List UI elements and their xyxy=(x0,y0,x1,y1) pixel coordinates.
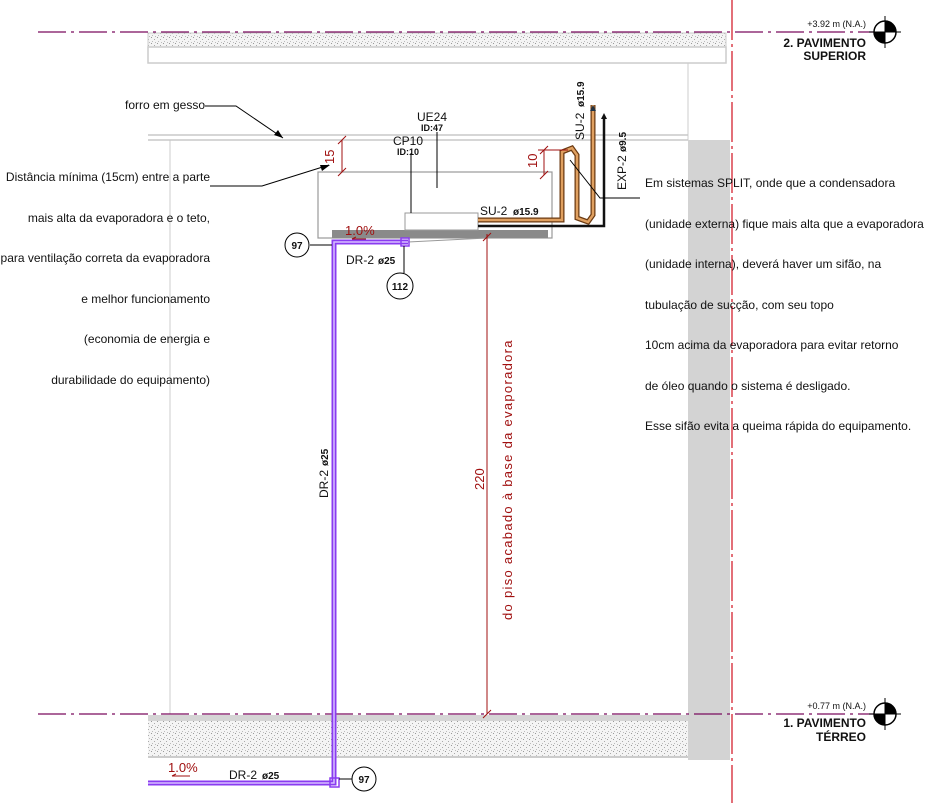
drain-pipe xyxy=(148,237,410,788)
dim-siphon-value: 10 xyxy=(525,154,540,168)
note-line: para ventilação correta da evaporadora xyxy=(0,251,210,265)
svg-text:97: 97 xyxy=(291,241,303,252)
expansion-dia: ø9.5 xyxy=(618,132,629,152)
level-upper-name-2: SUPERIOR xyxy=(803,49,866,63)
note-line: durabilidade do equipamento) xyxy=(51,372,210,387)
slope-top: 1.0% xyxy=(345,223,375,238)
level-lower-elevation: +0.77 m (N.A.) xyxy=(807,701,866,711)
note-line: tubulação de sucção, com seu topo xyxy=(645,297,834,312)
dim-ceiling-value: 15 xyxy=(322,150,337,164)
slope-arrow-icon xyxy=(351,236,366,240)
note-line: Em sistemas SPLIT, onde que a condensado… xyxy=(645,176,896,190)
dimension-height xyxy=(482,232,492,719)
dimension-siphon xyxy=(538,145,568,180)
drain-bottom-code: DR-2 xyxy=(229,768,257,782)
dim-height-text: do piso acabado à base da evaporadora xyxy=(500,339,515,620)
clearance-note: Distância mínima (15cm) entre a parte ma… xyxy=(1,144,210,401)
suction-v-code: SU-2 xyxy=(573,112,587,140)
note-line: Distância mínima (15cm) entre a parte xyxy=(5,170,210,184)
note-line: 10cm acima da evaporadora para evitar re… xyxy=(645,338,899,352)
note-line: mais alta da evaporadora e o teto, xyxy=(27,210,210,225)
note-line: (unidade interna), deverá haver um sifão… xyxy=(645,257,882,271)
unit-id: ID:47 xyxy=(421,123,443,133)
slope-arrow-icon xyxy=(171,773,190,777)
level-lower-name-2: TÉRREO xyxy=(816,729,866,744)
ceiling-label: forro em gesso xyxy=(125,98,206,112)
unit-name: UE24 xyxy=(417,110,447,124)
control-id: ID:10 xyxy=(397,147,419,157)
leader-clearance xyxy=(210,164,330,187)
note-line: Esse sifão evita a queima rápida do equi… xyxy=(645,419,912,433)
expansion-pipe xyxy=(478,116,606,228)
slope-bottom: 1.0% xyxy=(168,760,198,775)
level-marker-upper-icon xyxy=(869,16,901,48)
svg-text:97: 97 xyxy=(358,775,370,786)
suction-v-dia: ø15.9 xyxy=(576,81,587,107)
expansion-code: EXP-2 xyxy=(615,155,629,190)
note-line: (unidade externa) fique mais alta que a … xyxy=(645,216,924,231)
drain-top-code: DR-2 xyxy=(346,253,374,267)
leader-ceiling xyxy=(205,105,284,139)
level-marker-lower-icon xyxy=(869,698,901,730)
dim-height-value: 220 xyxy=(472,468,487,490)
split-note: Em sistemas SPLIT, onde que a condensado… xyxy=(645,150,924,447)
dimension-ceiling xyxy=(337,135,347,177)
drain-vert-dia: ø25 xyxy=(320,448,331,466)
drain-bottom-dia: ø25 xyxy=(262,771,280,782)
note-line: e melhor funcionamento xyxy=(81,291,210,306)
tag-97-top: 97 xyxy=(284,232,332,258)
suction-h-code: SU-2 xyxy=(480,204,508,218)
svg-text:112: 112 xyxy=(392,282,409,293)
tag-112: 112 xyxy=(386,246,414,300)
level-upper-name: 2. PAVIMENTO xyxy=(783,36,866,50)
note-line: de óleo quando o sistema é desligado. xyxy=(645,378,851,393)
upper-slab xyxy=(147,32,727,64)
control-name: CP10 xyxy=(393,134,423,148)
drain-vert-code: DR-2 xyxy=(317,470,331,498)
drain-top-dia: ø25 xyxy=(378,256,396,267)
level-lower-name: 1. PAVIMENTO xyxy=(783,716,866,730)
wall xyxy=(169,63,730,760)
note-line: (economia de energia e xyxy=(83,332,210,346)
gypsum-ceiling xyxy=(148,134,688,141)
leader-siphon xyxy=(569,159,640,199)
level-upper-elevation: +3.92 m (N.A.) xyxy=(807,19,866,29)
lower-slab xyxy=(148,715,726,758)
tag-97-bottom: 97 xyxy=(339,766,377,792)
suction-h-dia: ø15.9 xyxy=(513,207,539,218)
